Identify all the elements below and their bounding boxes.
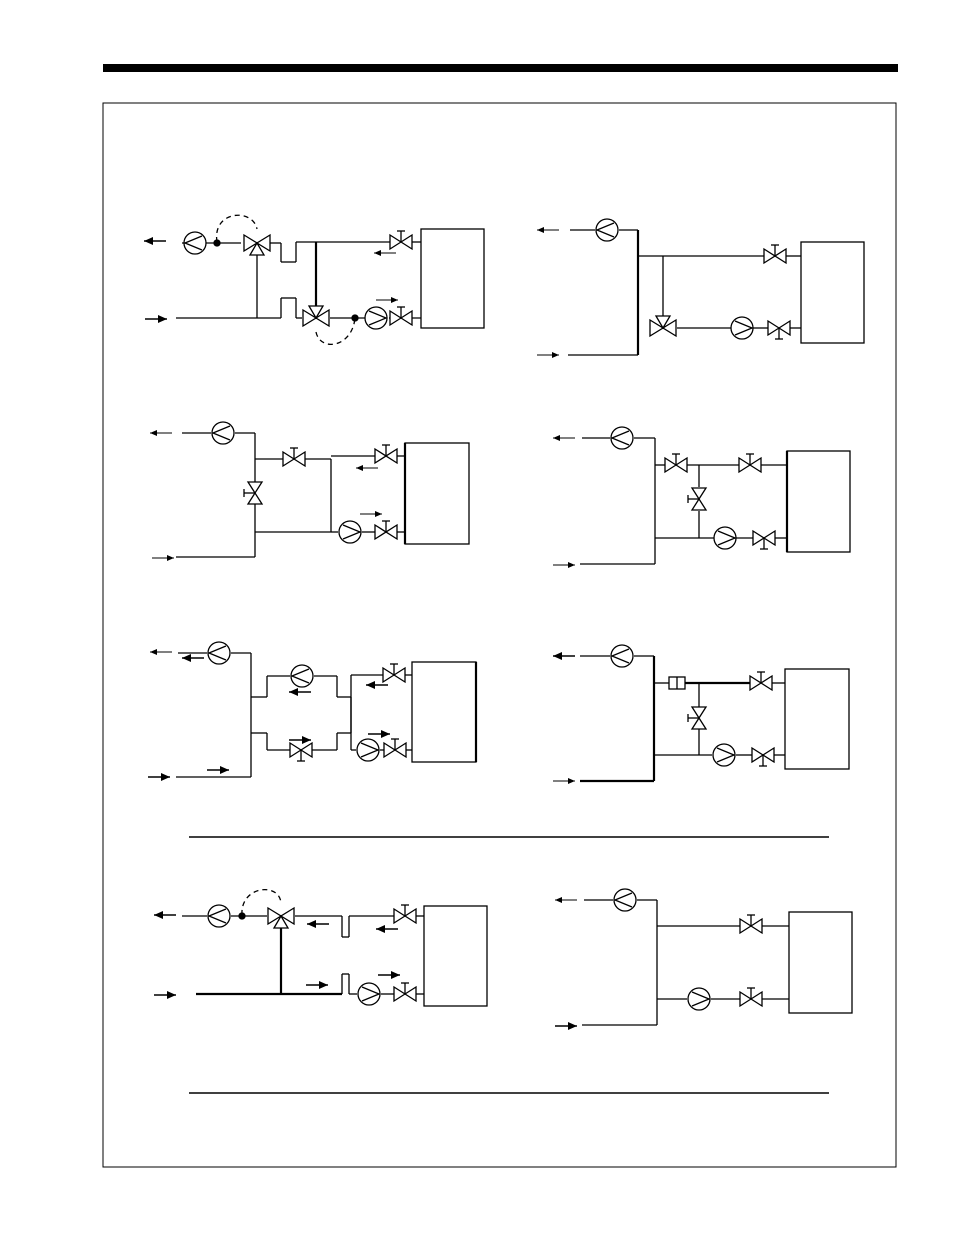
flow-arrow-icon: [289, 688, 311, 696]
two-way-valve-icon: [390, 231, 412, 249]
two-way-valve-icon: [375, 521, 397, 539]
two-way-valve-icon: [394, 905, 416, 923]
flow-arrow-icon: [207, 766, 229, 774]
flow-arrow-icon: [537, 352, 559, 358]
flow-arrow-icon: [360, 511, 382, 517]
two-way-valve-icon: [739, 454, 761, 472]
flow-arrow-icon: [553, 652, 575, 660]
pump-icon: [611, 645, 633, 667]
pump-icon: [714, 527, 736, 549]
two-way-valve-icon: [764, 245, 786, 263]
pump-icon: [611, 427, 633, 449]
two-way-valve-icon: [384, 739, 406, 757]
piping-diagram-5: [176, 653, 476, 777]
flow-arrow-icon: [306, 981, 328, 989]
flow-arrow-icon: [376, 297, 398, 303]
flow-arrow-icon: [145, 315, 167, 323]
pump-icon: [357, 739, 379, 761]
flow-arrow-icon: [154, 991, 176, 999]
flow-arrow-icon: [553, 562, 575, 568]
two-way-valve-icon: [283, 448, 305, 466]
flow-arrow-icon: [289, 736, 311, 744]
three-way-valve-icon: [244, 235, 270, 255]
pump-icon: [291, 665, 313, 687]
two-way-valve-icon: [688, 707, 706, 729]
pump-icon: [184, 232, 206, 254]
three-way-valve-icon: [303, 306, 329, 326]
pump-icon: [731, 317, 753, 339]
two-way-valve-icon: [244, 482, 262, 504]
two-way-valve-icon: [383, 664, 405, 682]
three-way-valve-icon: [268, 908, 294, 928]
flow-arrow-icon: [378, 971, 400, 979]
two-way-valve-icon: [394, 983, 416, 1001]
page-frame: [103, 103, 896, 1167]
flow-arrow-icon: [366, 681, 388, 689]
two-way-valve-icon: [753, 531, 775, 549]
flow-arrow-icon: [368, 730, 390, 738]
flow-arrow-icon: [537, 227, 559, 233]
flow-arrow-icon: [152, 555, 174, 561]
pump-icon: [688, 988, 710, 1010]
pump-icon: [208, 642, 230, 664]
two-way-valve-icon: [752, 748, 774, 766]
piping-diagram-6: [580, 656, 849, 781]
two-way-valve-icon: [688, 488, 706, 510]
flow-arrow-icon: [553, 778, 575, 784]
piping-diagram-3: [176, 433, 469, 557]
flow-arrow-icon: [144, 237, 166, 245]
flow-arrow-icon: [555, 1022, 577, 1030]
piping-diagram-4: [580, 438, 850, 564]
flow-arrow-icon: [555, 897, 577, 903]
pump-icon: [212, 422, 234, 444]
piping-diagram-8: [582, 900, 852, 1025]
pump-icon: [614, 889, 636, 911]
piping-diagram-1: [176, 215, 484, 344]
three-way-valve-icon: [650, 316, 676, 336]
header-rule: [103, 64, 898, 72]
pump-icon: [713, 744, 735, 766]
two-way-valve-icon: [375, 445, 397, 463]
two-way-valve-icon: [750, 672, 772, 690]
flow-arrow-icon: [376, 925, 398, 933]
two-way-valve-icon: [768, 321, 790, 339]
flow-arrow-icon: [182, 654, 204, 662]
flow-arrow-icon: [307, 920, 329, 928]
piping-diagram-7: [182, 890, 487, 1006]
flow-arrow-icon: [154, 911, 176, 919]
flow-arrow-icon: [148, 773, 170, 781]
pump-icon: [358, 983, 380, 1005]
flow-arrow-icon: [356, 465, 378, 471]
two-way-valve-icon: [390, 307, 412, 325]
piping-diagram-2: [568, 230, 864, 355]
pump-icon: [339, 521, 361, 543]
flow-arrow-icon: [553, 435, 575, 441]
two-way-valve-icon: [665, 454, 687, 472]
flow-arrow-icon: [150, 649, 172, 655]
pump-icon: [365, 307, 387, 329]
pump-icon: [208, 905, 230, 927]
two-way-valve-icon: [740, 988, 762, 1006]
two-way-valve-icon: [290, 743, 312, 761]
pump-icon: [596, 219, 618, 241]
flow-arrow-icon: [150, 430, 172, 436]
two-way-valve-icon: [740, 915, 762, 933]
flow-arrow-icon: [374, 250, 396, 256]
